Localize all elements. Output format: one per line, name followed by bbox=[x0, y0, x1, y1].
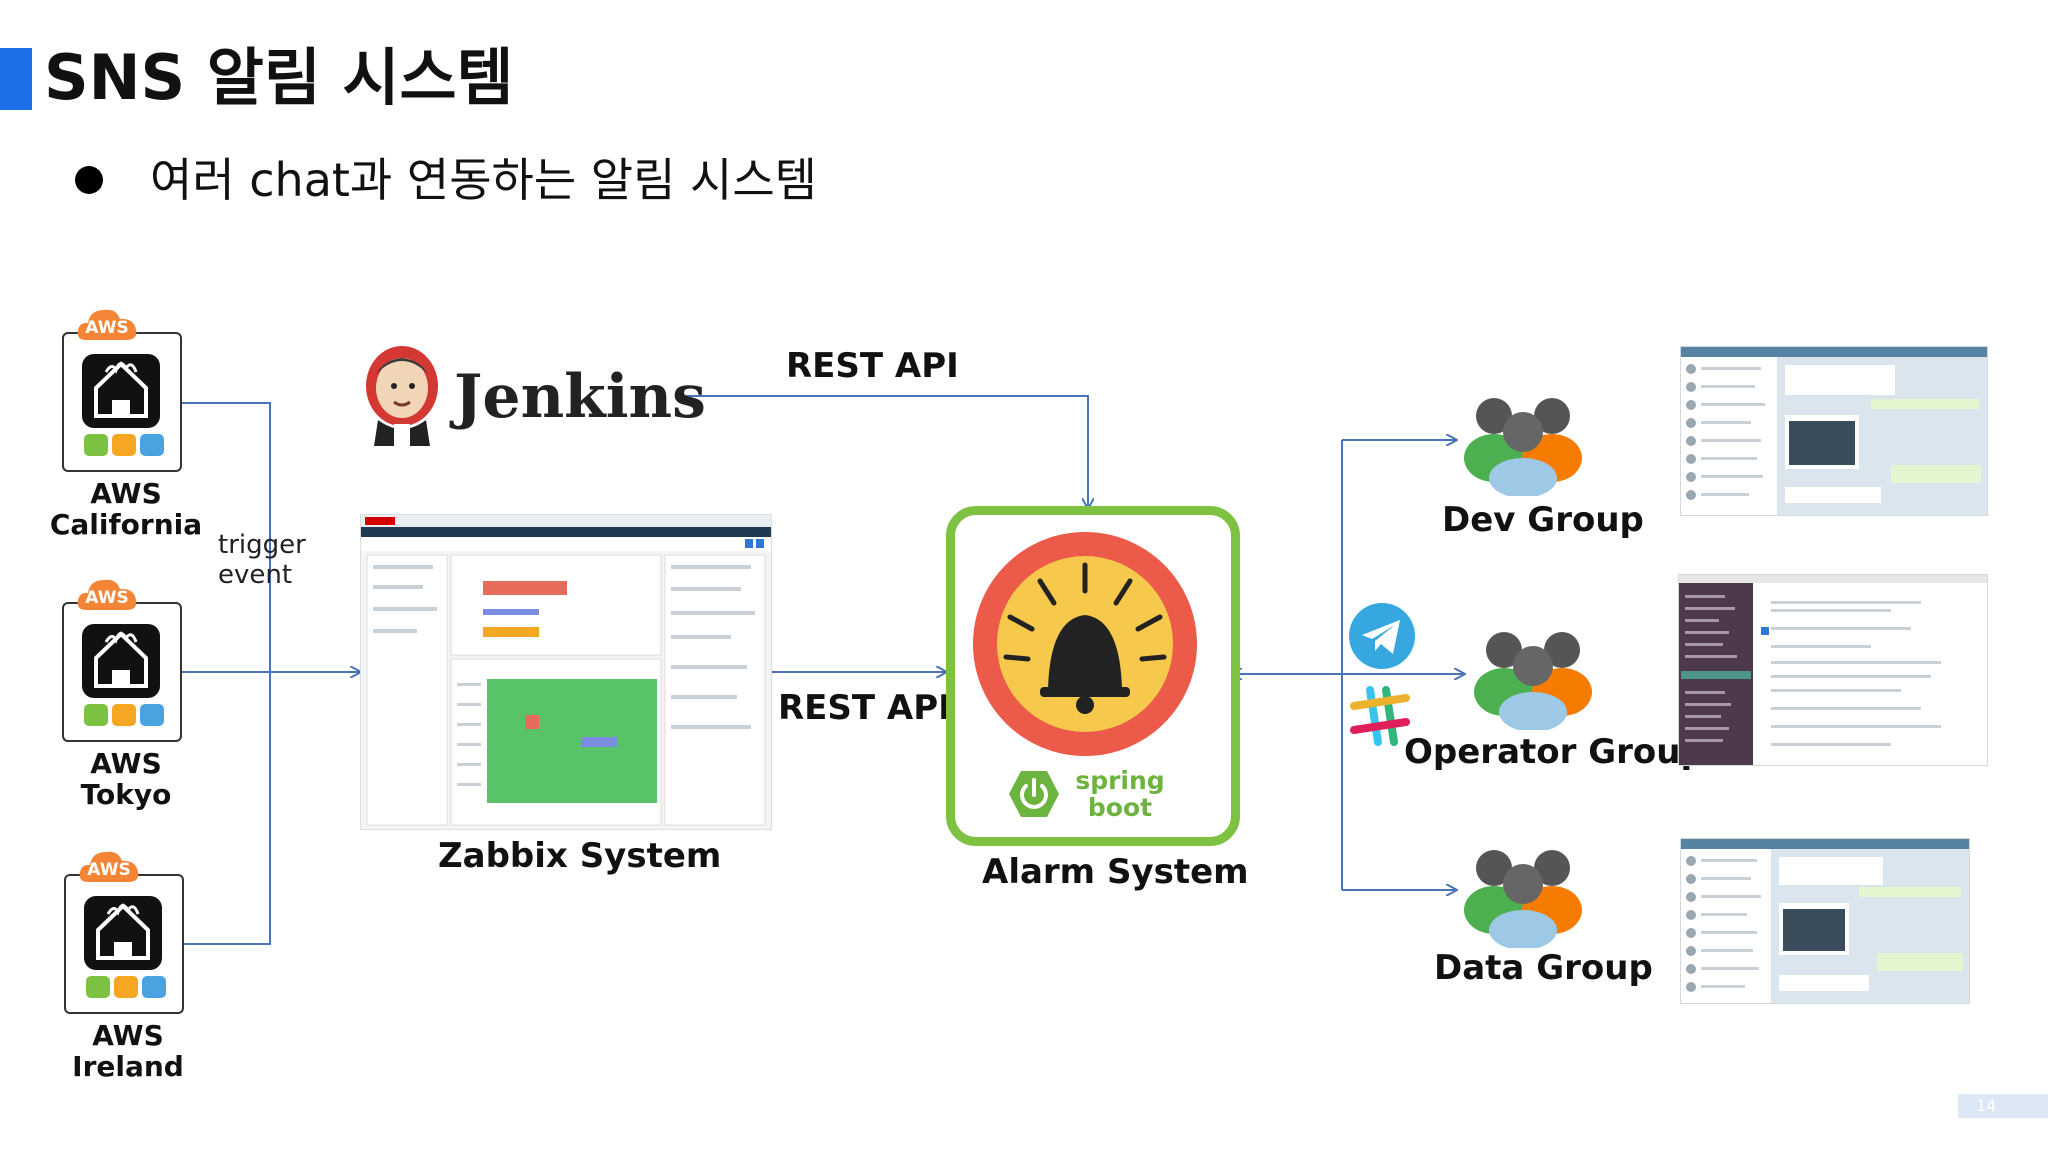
aws-cloud-icon bbox=[77, 579, 137, 610]
slack-icon bbox=[1350, 686, 1410, 746]
bell-icon bbox=[973, 532, 1197, 756]
aws-bracket-line bbox=[180, 402, 271, 945]
dev-group-people-icon bbox=[1464, 398, 1582, 496]
rest-api-label-mid: REST API bbox=[778, 688, 951, 728]
bullet-dot bbox=[75, 166, 103, 194]
telegram-icon bbox=[1349, 603, 1415, 669]
arrow-jenkins-to-alarm bbox=[686, 395, 1088, 508]
jenkins-butler-icon bbox=[366, 346, 438, 446]
data-group-people-icon bbox=[1464, 850, 1582, 948]
status-mini-icons bbox=[84, 434, 164, 456]
operator-group-people-icon bbox=[1474, 632, 1592, 730]
jenkins-logo-text: Jenkins bbox=[454, 362, 706, 432]
spring-boot-power-icon bbox=[1009, 771, 1059, 817]
zabbix-dashboard-screenshot bbox=[360, 514, 772, 830]
alarm-system-label: Alarm System bbox=[982, 852, 1249, 892]
aws-ireland-box bbox=[64, 874, 184, 1014]
burning-house-icon bbox=[82, 624, 160, 698]
aws-california-box bbox=[62, 332, 182, 472]
aws-badge: AWS bbox=[87, 860, 131, 880]
slack-chat-screenshot bbox=[1678, 574, 1988, 766]
slide-title: SNS 알림 시스템 bbox=[44, 41, 514, 114]
status-mini-icons bbox=[86, 976, 166, 998]
operator-group-label: Operator Group bbox=[1404, 732, 1705, 772]
aws-cloud-icon bbox=[77, 309, 137, 340]
title-accent-bar bbox=[0, 48, 32, 110]
telegram-chat-screenshot bbox=[1680, 346, 1988, 516]
aws-badge: AWS bbox=[85, 588, 129, 608]
aws-badge: AWS bbox=[85, 318, 129, 338]
zabbix-system-label: Zabbix System bbox=[438, 836, 722, 876]
page-number: 14 bbox=[1958, 1094, 2048, 1118]
dev-group-label: Dev Group bbox=[1442, 500, 1644, 540]
rest-api-label-top: REST API bbox=[786, 346, 959, 386]
status-mini-icons bbox=[84, 704, 164, 726]
telegram-chat-screenshot-2 bbox=[1680, 838, 1970, 1004]
burning-house-icon bbox=[82, 354, 160, 428]
aws-cloud-icon bbox=[79, 851, 139, 882]
aws-tokyo-box bbox=[62, 602, 182, 742]
data-group-label: Data Group bbox=[1434, 948, 1653, 988]
burning-house-icon bbox=[84, 896, 162, 970]
bullet-text: 여러 chat과 연동하는 알림 시스템 bbox=[150, 153, 817, 207]
